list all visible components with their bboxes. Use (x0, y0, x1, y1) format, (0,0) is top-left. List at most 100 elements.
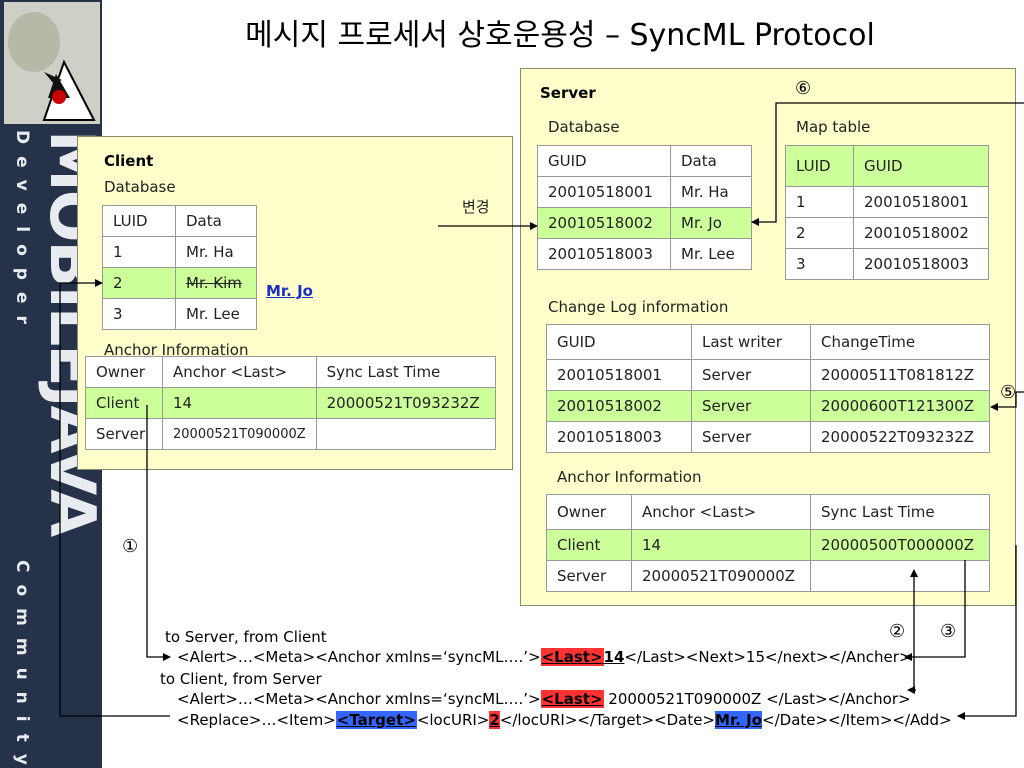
table-row: GUID Last writer ChangeTime (546, 324, 990, 360)
table-cell: 2 (102, 267, 176, 299)
server-title: Server (540, 84, 596, 102)
table-cell (810, 560, 990, 592)
table-row: LUID GUID (785, 145, 989, 187)
table-cell: 20010518002 (546, 390, 692, 422)
table-cell: Server (85, 418, 163, 450)
line3-mid2: </locURI></Target><Date> (499, 711, 716, 729)
client-anchor-arrow (146, 405, 171, 661)
line3-val2: Mr. Jo (715, 711, 763, 729)
line1-pre: <Alert>…<Meta><Anchor xmlns=‘syncML….’> (177, 648, 541, 666)
table-header: GUID (853, 145, 989, 187)
message-line-3: <Replace>…<Item><Target><locURI>2</locUR… (177, 711, 952, 729)
client-anchor-table: Owner Anchor <Last> Sync Last Time Clien… (85, 356, 496, 450)
table-row: 1 Mr. Ha (102, 236, 257, 268)
table-header: Owner (546, 494, 632, 530)
client-database-label: Database (104, 178, 176, 196)
step-marker-6: ⑥ (795, 78, 812, 99)
message-line-2: <Alert>…<Meta><Anchor xmlns=‘syncML….’><… (177, 690, 911, 708)
table-cell: Mr. Ha (175, 236, 257, 268)
step-marker-3: ③ (940, 621, 957, 642)
table-cell: 20000500T000000Z (810, 529, 990, 561)
table-row: 1 20010518001 (785, 186, 989, 218)
table-row: Client 14 20000500T000000Z (546, 529, 990, 561)
table-cell: 20010518001 (853, 186, 989, 218)
table-cell: 20010518003 (546, 421, 692, 453)
table-cell: Client (85, 387, 163, 419)
server-anchor-label: Anchor Information (557, 468, 702, 486)
line1-tag: <Last> (540, 648, 604, 666)
table-row: 2 Mr. Kim (102, 267, 257, 299)
line1-val: 14 (603, 648, 625, 666)
table-cell: 20010518003 (853, 248, 989, 280)
table-header: LUID (785, 145, 854, 187)
table-header: Sync Last Time (810, 494, 990, 530)
table-header: Sync Last Time (315, 356, 496, 388)
table-row: LUID Data (102, 205, 257, 237)
table-row: Owner Anchor <Last> Sync Last Time (85, 356, 496, 388)
table-cell: 2 (785, 217, 854, 249)
table-cell: 3 (785, 248, 854, 280)
table-row: 3 Mr. Lee (102, 298, 257, 330)
table-row: Owner Anchor <Last> Sync Last Time (546, 494, 990, 530)
changelog-arrow (990, 391, 1024, 411)
table-cell: 20010518001 (537, 176, 671, 208)
line3-val: 2 (489, 711, 500, 729)
table-cell: Mr. Kim (175, 267, 257, 299)
table-cell: 20010518001 (546, 359, 692, 391)
table-header: Last writer (691, 324, 811, 360)
change-label: 변경 (462, 198, 490, 216)
table-header: Anchor <Last> (162, 356, 317, 388)
line3-pre: <Replace>…<Item> (177, 711, 336, 729)
duke-logo (4, 2, 100, 124)
table-cell: Mr. Ha (670, 176, 752, 208)
table-cell: Server (691, 390, 811, 422)
changelog-table: GUID Last writer ChangeTime 20010518001 … (546, 324, 990, 453)
table-cell: Mr. Lee (670, 238, 752, 270)
line3-tag: <Target> (335, 711, 417, 729)
line2-post: 20000521T090000Z </Last></Anchor> (603, 690, 911, 708)
table-header: ChangeTime (810, 324, 990, 360)
changelog-label: Change Log information (548, 298, 729, 316)
table-cell: Server (691, 421, 811, 453)
line2-pre: <Alert>…<Meta><Anchor xmlns=‘syncML….’> (177, 690, 541, 708)
table-row: Server 20000521T090000Z (546, 560, 990, 592)
table-row: Server 20000521T090000Z (85, 418, 496, 450)
client-database-table: LUID Data 1 Mr. Ha 2 Mr. Kim 3 Mr. Lee (102, 205, 257, 330)
table-cell: 20010518003 (537, 238, 671, 270)
table-row: 20010518002 Mr. Jo (537, 207, 752, 239)
map-update-arrow (751, 102, 1024, 226)
table-row: 3 20010518003 (785, 248, 989, 280)
client-changed-value: Mr. Jo (266, 282, 313, 300)
map-table-label: Map table (796, 118, 871, 136)
table-cell: 20000521T090000Z (162, 418, 317, 450)
table-header: Data (175, 205, 257, 237)
replace-arrow (957, 545, 1017, 720)
to-client-label: to Client, from Server (160, 670, 322, 688)
step-marker-5: ⑤ (1000, 382, 1017, 403)
table-cell: Server (546, 560, 632, 592)
table-row: 20010518001 Mr. Ha (537, 176, 752, 208)
brand-developer: Developer (12, 130, 32, 336)
line2-tag: <Last> (540, 690, 604, 708)
server-database-label: Database (548, 118, 620, 136)
table-cell: Mr. Lee (175, 298, 257, 330)
table-row: 20010518003 Server 20000522T093232Z (546, 421, 990, 453)
table-cell: 14 (631, 529, 811, 561)
message-line-1: <Alert>…<Meta><Anchor xmlns=‘syncML….’><… (177, 648, 912, 666)
table-cell: 20000522T093232Z (810, 421, 990, 453)
table-row: 2 20010518002 (785, 217, 989, 249)
client-update-arrow (59, 279, 103, 716)
table-cell: 20010518002 (853, 217, 989, 249)
table-cell (315, 418, 496, 450)
line3-mid: <locURI> (416, 711, 490, 729)
step-marker-1: ① (122, 536, 139, 557)
brand-community: Community (12, 560, 32, 768)
table-header: Data (670, 145, 752, 177)
to-server-label: to Server, from Client (165, 628, 327, 646)
table-cell: Mr. Jo (670, 207, 752, 239)
table-row: 20010518003 Mr. Lee (537, 238, 752, 270)
table-row: GUID Data (537, 145, 752, 177)
step-marker-2: ② (889, 621, 906, 642)
client-title: Client (104, 152, 154, 170)
table-header: Anchor <Last> (631, 494, 811, 530)
